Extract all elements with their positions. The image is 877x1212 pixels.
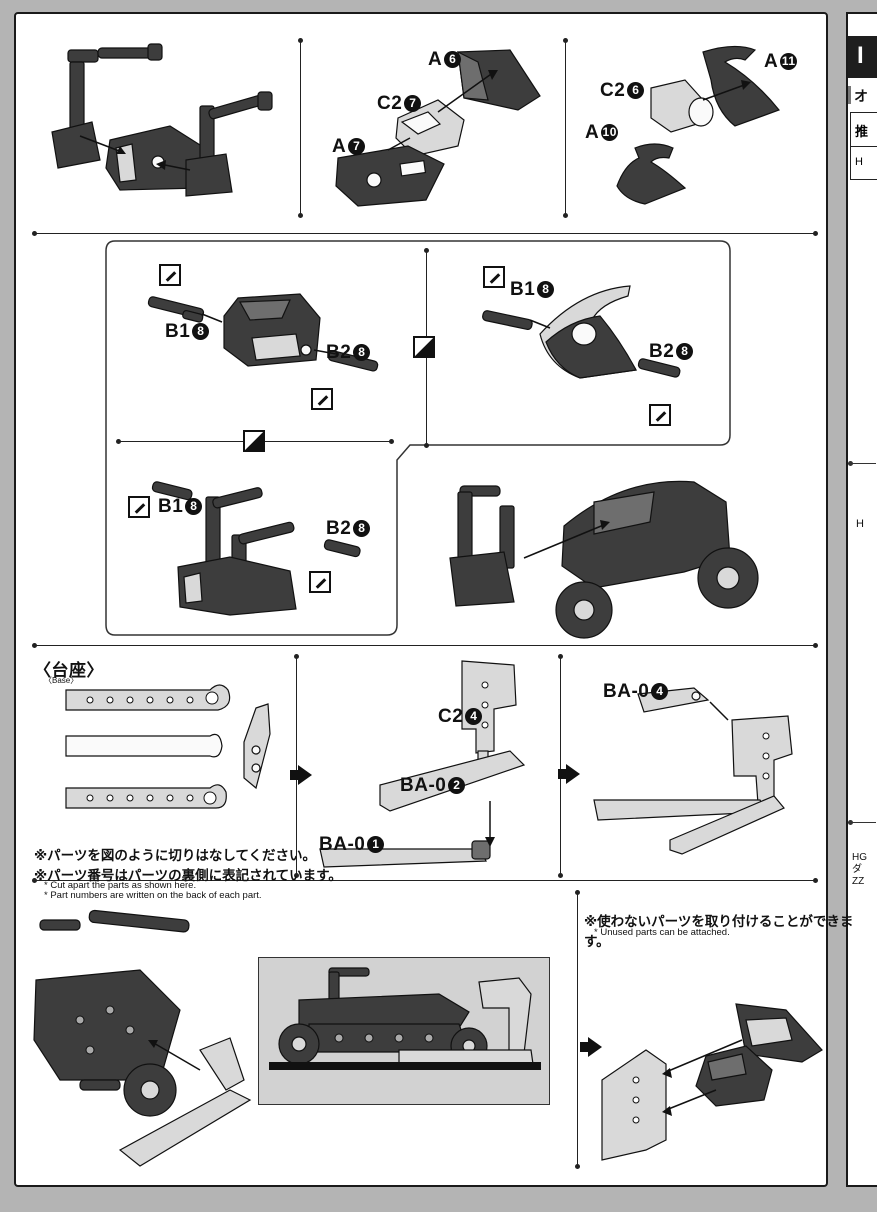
partnum-note-en: * Part numbers are written on the back o…: [44, 890, 262, 901]
alternate-icon: [413, 336, 435, 358]
next-page-subheading: オ: [848, 86, 868, 104]
base-complete-illustration: [593, 687, 793, 855]
cut-note-jp: ※パーツを図のように切りはなしてください。: [34, 848, 317, 863]
a6-c27-a7-illustration: [335, 49, 541, 207]
a11-c26-a10-illustration: [616, 45, 780, 205]
step-divider: [563, 38, 568, 218]
nipper-icon: [159, 264, 181, 286]
next-step-arrow: [290, 765, 312, 785]
row-divider: [32, 231, 818, 236]
nipper-icon: [311, 388, 333, 410]
base-runner-illustration: [65, 684, 271, 809]
next-page-separator: [848, 820, 876, 825]
next-page-table-row: H: [855, 156, 863, 168]
unused-parts-storage-illustration: [601, 1003, 823, 1161]
step-divider: [558, 654, 563, 878]
footer-line: HG: [852, 852, 867, 863]
next-page-table-header: 推: [851, 113, 877, 147]
step-divider: [298, 38, 303, 218]
next-step-arrow: [580, 1037, 602, 1057]
side-view-bike: [278, 967, 534, 1065]
motorbike-illustration: [449, 480, 759, 639]
grip-assembly-illustration: [147, 293, 379, 372]
double-handle-illustration: [151, 481, 361, 616]
base-title: 〈台座〉: [34, 661, 104, 680]
nipper-icon: [309, 571, 331, 593]
next-page-footer: HG ダ ZZ: [852, 852, 867, 888]
next-page-sheet: [846, 12, 877, 1187]
unused-note-jp: ※使わないパーツを取り付けることができます。: [584, 914, 854, 949]
footer-line: ダ: [852, 864, 862, 875]
nipper-icon: [483, 266, 505, 288]
side-view-inset: [258, 957, 550, 1105]
alternate-icon: [243, 430, 265, 452]
cut-note-en: * Cut apart the parts as shown here.: [44, 880, 197, 891]
next-page-mid-char: H: [856, 518, 864, 530]
nipper-icon: [128, 496, 150, 518]
step-divider: [294, 654, 299, 878]
next-step-arrow: [558, 764, 580, 784]
nipper-icon: [649, 404, 671, 426]
next-page-header: I: [848, 36, 877, 78]
handlebar-assembly-illustration: [51, 43, 273, 197]
unused-note-en: * Unused parts can be attached.: [594, 927, 730, 938]
step-divider: [575, 890, 580, 1169]
bike-on-base-illustration: [33, 909, 252, 1167]
partnum-note-jp: ※パーツ番号はパーツの裏側に表記されています。: [34, 868, 342, 883]
base-title-en: 〈Base〉: [44, 676, 79, 685]
next-page-separator: [848, 461, 876, 466]
floor-line: [269, 1062, 541, 1070]
next-page-header-char: I: [857, 42, 864, 69]
row-divider: [32, 643, 818, 648]
grip-assembly-illustration: [482, 285, 681, 379]
footer-line: ZZ: [852, 876, 865, 887]
next-page-table: 推 H: [850, 112, 877, 180]
row-divider: [32, 878, 818, 883]
